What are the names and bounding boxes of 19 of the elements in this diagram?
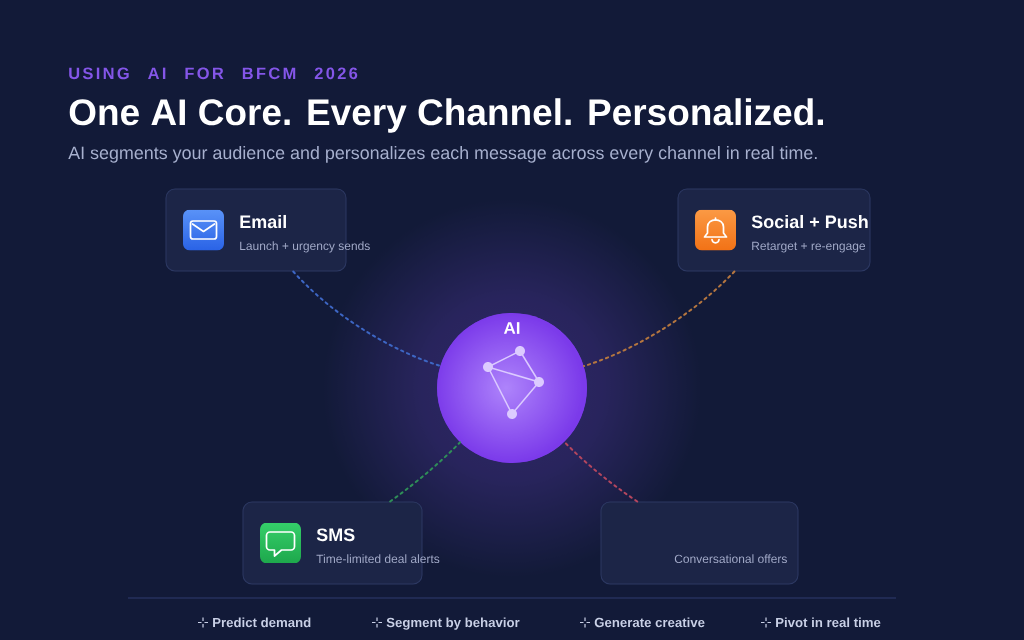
feature-label: Segment by behavior	[386, 617, 520, 630]
subtitle: AI segments your audience and personalizes each message across every channel in real time.	[68, 146, 817, 163]
card-text: Conversational offers	[674, 554, 787, 564]
feature-label: Generate creative	[594, 617, 705, 628]
title: One AI Core. Every Channel. Personalized.	[69, 98, 823, 133]
card-title: SMS	[316, 528, 355, 542]
dotted-connector	[389, 441, 461, 503]
feature-label: Pivot in real time	[776, 617, 881, 628]
hub-label: AI	[503, 322, 520, 334]
eyebrow-text: USING AI FOR BFCM 2026	[69, 67, 358, 80]
feature-label: Predict demand	[213, 617, 311, 628]
card-text: Launch + urgency sends	[240, 241, 370, 253]
dotted-connector	[563, 440, 639, 503]
card-title: Social + Push	[751, 214, 868, 229]
card-text: Retarget + re-engage	[752, 241, 866, 253]
dotted-connector	[582, 270, 736, 368]
dotted-connector	[292, 270, 442, 367]
card-title: Email	[240, 214, 286, 229]
card-text: Time-limited deal alerts	[316, 554, 440, 564]
